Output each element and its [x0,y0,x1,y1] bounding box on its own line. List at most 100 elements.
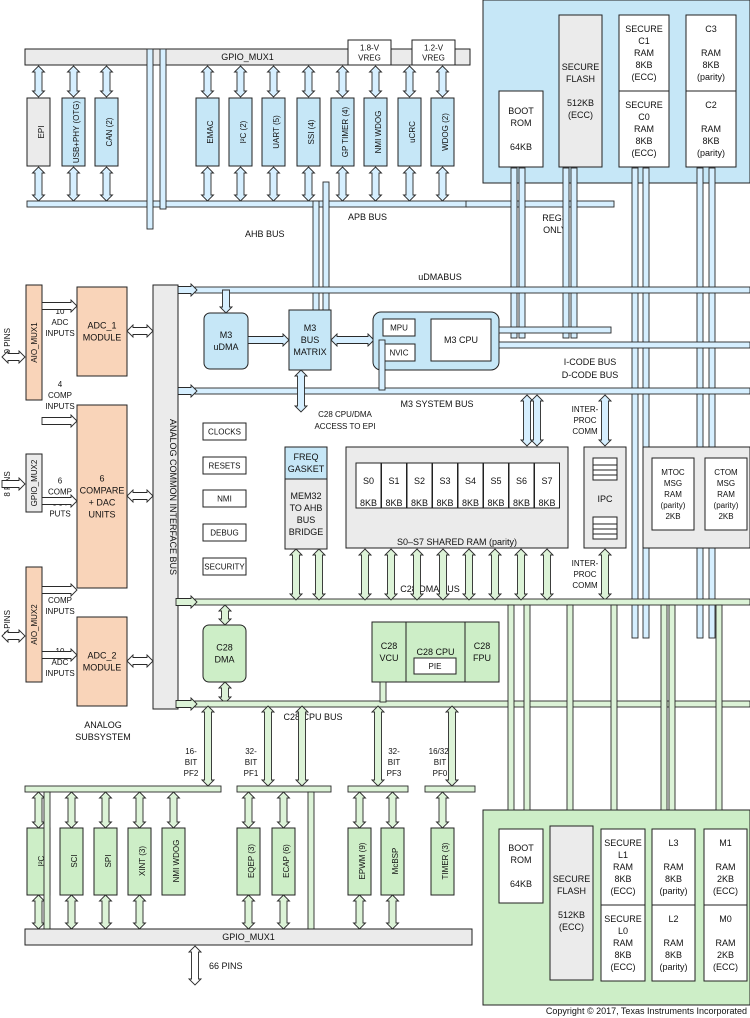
bottom-peripheral-mux-arrow [98,894,113,930]
m3-c2-ram-line: 8KB [702,136,719,146]
c28-dma-down-arrow [217,681,233,704]
c28-l3-ram-line: RAM [664,862,684,872]
shared-ram-dma-arrow [435,548,451,601]
c28-secure-l1 [600,828,646,906]
c28-secure-l0-line: RAM [613,938,633,948]
c28-l3-ram-line: L3 [668,838,678,848]
top-peripheral-8 [363,97,388,167]
udma-bus-bar [194,286,750,294]
shared-ram-dma-arrow [487,548,503,601]
c28-vcu-line: C28 [381,641,398,651]
shared-ram-dma-arrow [383,548,399,601]
aio1-adc1-arrow [41,298,78,314]
adc-inputs-top-line: 10 [56,307,65,316]
apb-bus-label: APB BUS [348,212,387,222]
ipc-top-queue [592,457,618,481]
pf1-bar [236,785,332,793]
top-peripheral-bus-arrow [368,166,383,202]
m3-bus-matrix-line: BUS [301,335,320,345]
ctom-msg-ram-line: (parity) [714,501,739,510]
m3-secure-c1-line: C1 [638,36,650,46]
epi-access-label-line: ACCESS TO EPI [314,422,375,431]
mem32-ahb-bridge-line: BRIDGE [289,527,324,537]
dcode-bus-label: D-CODE BUS [562,370,619,380]
c28-mem-vline [610,604,618,811]
pf1-label-line: BIT [245,758,258,767]
top-peripheral-4 [228,97,253,167]
pins10-top-arrow [1,349,26,365]
mem32-ahb-bridge-line: TO AHB [290,503,323,513]
top-peripheral-label: CAN (2) [105,117,114,146]
adc1-bus-arrow [126,323,154,339]
pf0-bus-arrow [444,705,460,787]
m3-mpu-label: MPU [390,324,408,333]
adc-inputs-top-line: ADC [52,318,69,327]
bottom-peripheral-bus-arrow [276,791,291,829]
bottom-gpio-mux-label: GPIO_MUX1 [222,932,275,942]
pf2-to-mux-line [43,791,51,931]
adc1-module-line: ADC_1 [87,321,116,331]
shared-ram-dma-arrow [461,548,477,601]
interproc-top-label-line: COMM [572,427,598,436]
m3-mem-vline [708,167,716,639]
m3-mem-vline [642,167,650,639]
m3-secure-c0-line: 8KB [635,136,652,146]
interproc-bottom-label-line: COMM [572,581,598,590]
c28-mem-vline [660,604,668,811]
compare-dac-units-line: + DAC [89,498,116,508]
pf1-bus-arrow [260,705,276,787]
top-peripheral-label: EMAC [206,120,215,143]
c28-boot-rom [498,828,544,904]
m3-mem-vline [570,167,578,339]
apb-bus-extension [465,200,615,208]
top-peripheral-label: NMI WDOG [374,111,383,154]
m3-mem-vline [631,167,639,639]
bottom-peripheral-mux-arrow [31,894,46,930]
top-peripheral-mux-arrow [301,65,316,98]
bottom-peripheral-label: XINT (3) [138,846,147,876]
c28-dma-up-arrow [217,604,233,626]
bottom-peripheral-bus-arrow [64,791,79,829]
c28-cpu-bus-label: C28 CPU BUS [283,712,342,722]
vreg-1v8 [347,39,392,66]
c28-secure-l0-line: (ECC) [611,962,636,972]
top-peripheral-3 [195,97,220,167]
bottom-peripheral-bus-arrow [31,791,46,829]
top-peripheral-bus-arrow [66,166,81,202]
top-peripheral-bus-arrow [31,166,46,202]
c28-secure-l0 [600,904,646,982]
adc-inputs-top-line: INPUTS [45,329,74,338]
bottom-peripheral-bus-arrow [435,791,450,829]
top-peripheral-label: uCRC [408,121,417,143]
m3-boot-rom-line: BOOT [508,106,534,116]
c28-secure-l1-line: SECURE [604,838,642,848]
top-peripheral-10 [430,97,455,167]
c28-boot-rom-line: ROM [511,855,532,865]
m3-c3-ram-line: C3 [705,24,717,34]
c28-vcu-line: VCU [379,653,398,663]
ahb-bus-label: AHB BUS [245,229,285,239]
bottom-peripheral-label: McBSP [391,848,400,875]
m3-udma-line: M3 [220,330,233,340]
c28-mem-vline [507,604,515,811]
system-block-1-label: RESETS [208,462,240,471]
m3-mem-vline [510,167,518,339]
bottom-peripheral-bus-arrow [241,791,256,829]
m3-mpu [382,318,416,337]
m3-udma-line: uDMA [213,342,238,352]
udma-matrix-arrow [247,332,290,348]
bottom-peripheral-label: ECAP (6) [282,844,291,878]
m3-mem-vline [696,167,704,639]
vreg-1v8-line: VREG [358,54,381,63]
top-peripheral-label: SSI (4) [307,119,316,144]
top-peripheral-bus-arrow [301,166,316,202]
c28-boot-rom-line: BOOT [508,843,534,853]
m3-bus-matrix [288,309,332,371]
c28-l2-ram-line: 8KB [665,950,682,960]
compare-dac-units-line: UNITS [89,510,116,520]
c28-cpu-bus-arrow [175,696,198,712]
system-block-2 [202,489,247,508]
c28-m1-ram-line: (ECC) [713,886,738,896]
c28-m0-ram-line: (ECC) [713,962,738,972]
c28-vcu [371,621,407,683]
